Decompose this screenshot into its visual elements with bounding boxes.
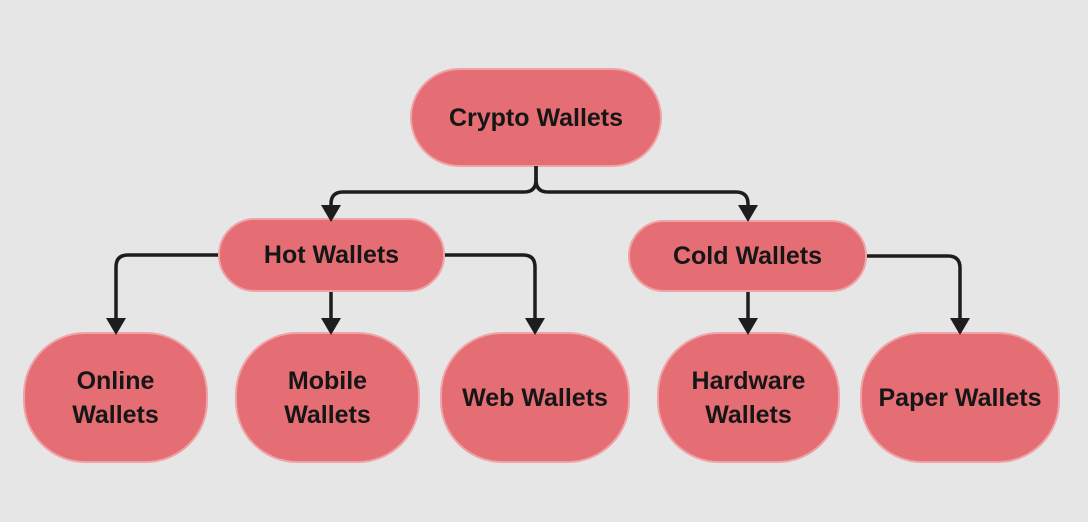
- connector-crypto-to-cold: [534, 166, 750, 206]
- node-online-wallets: Online Wallets: [23, 332, 208, 463]
- node-crypto-wallets-label: Crypto Wallets: [448, 103, 624, 132]
- connector-cold-to-paper: [867, 254, 962, 319]
- node-mobile-wallets: Mobile Wallets: [235, 332, 420, 463]
- node-hot-wallets-label: Hot Wallets: [263, 241, 400, 269]
- node-paper-wallets-label: Paper Wallets: [878, 383, 1042, 412]
- node-cold-wallets-label: Cold Wallets: [672, 242, 823, 270]
- node-online-wallets-label: Online Wallets: [72, 366, 159, 429]
- node-hot-wallets: Hot Wallets: [218, 218, 445, 292]
- connector-hot-to-online: [114, 253, 218, 319]
- node-mobile-wallets-label: Mobile Wallets: [284, 366, 371, 429]
- connector-crypto-to-hot: [329, 166, 538, 206]
- node-hardware-wallets-label: Hardware Wallets: [691, 366, 806, 429]
- connector-hot-to-web: [445, 253, 537, 319]
- node-paper-wallets: Paper Wallets: [860, 332, 1060, 463]
- node-web-wallets-label: Web Wallets: [462, 383, 608, 412]
- node-cold-wallets: Cold Wallets: [628, 220, 867, 292]
- node-web-wallets: Web Wallets: [440, 332, 630, 463]
- node-hardware-wallets: Hardware Wallets: [657, 332, 840, 463]
- node-crypto-wallets: Crypto Wallets: [410, 68, 662, 167]
